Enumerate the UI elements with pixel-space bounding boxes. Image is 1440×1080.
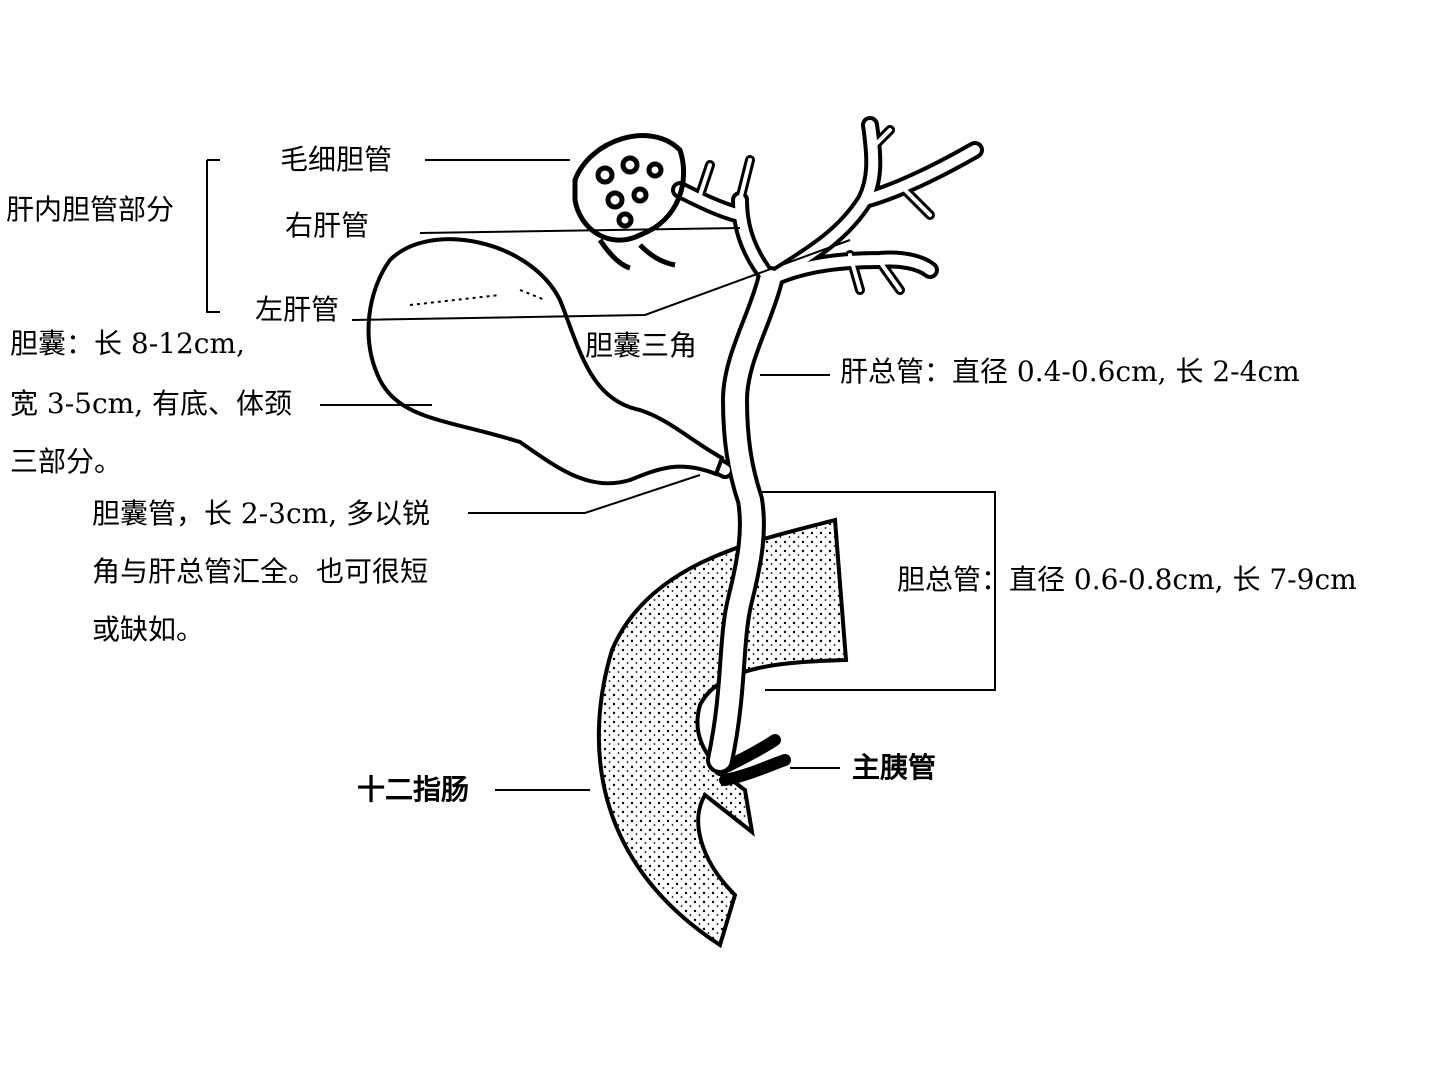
label-gallbladder-line2: 宽 3-5cm, 有底、体颈 [10,387,293,420]
label-left-hepatic-duct: 左肝管 [255,293,340,326]
label-right-hepatic-duct: 右肝管 [285,209,370,242]
label-gallbladder-line1: 胆囊：长 8-12cm, [10,327,245,360]
label-gallbladder-line3: 三部分。 [10,445,123,478]
label-cystic-duct-line3: 或缺如。 [92,613,205,646]
bile-ducts [651,116,984,786]
label-cystic-duct-line1: 胆囊管，长 2-3cm, 多以锐 [92,497,431,530]
leader-lines [206,159,996,791]
capillary-network [572,133,687,271]
gallbladder-shape [366,237,725,486]
label-common-hepatic-duct: 肝总管：直径 0.4-0.6cm, 长 2-4cm [840,355,1300,388]
label-common-bile-duct: 胆总管：直径 0.6-0.8cm, 长 7-9cm [897,563,1357,596]
label-intrahepatic-ducts: 肝内胆管部分 [6,193,175,226]
label-main-pancreatic-duct: 主胰管 [852,751,937,784]
label-duodenum: 十二指肠 [357,773,470,806]
duodenum-shape [596,517,849,949]
label-capillary-bile-duct: 毛细胆管 [280,143,393,176]
label-cystic-triangle: 胆囊三角 [585,329,698,362]
label-cystic-duct-line2: 角与肝总管汇全。也可很短 [92,555,429,588]
